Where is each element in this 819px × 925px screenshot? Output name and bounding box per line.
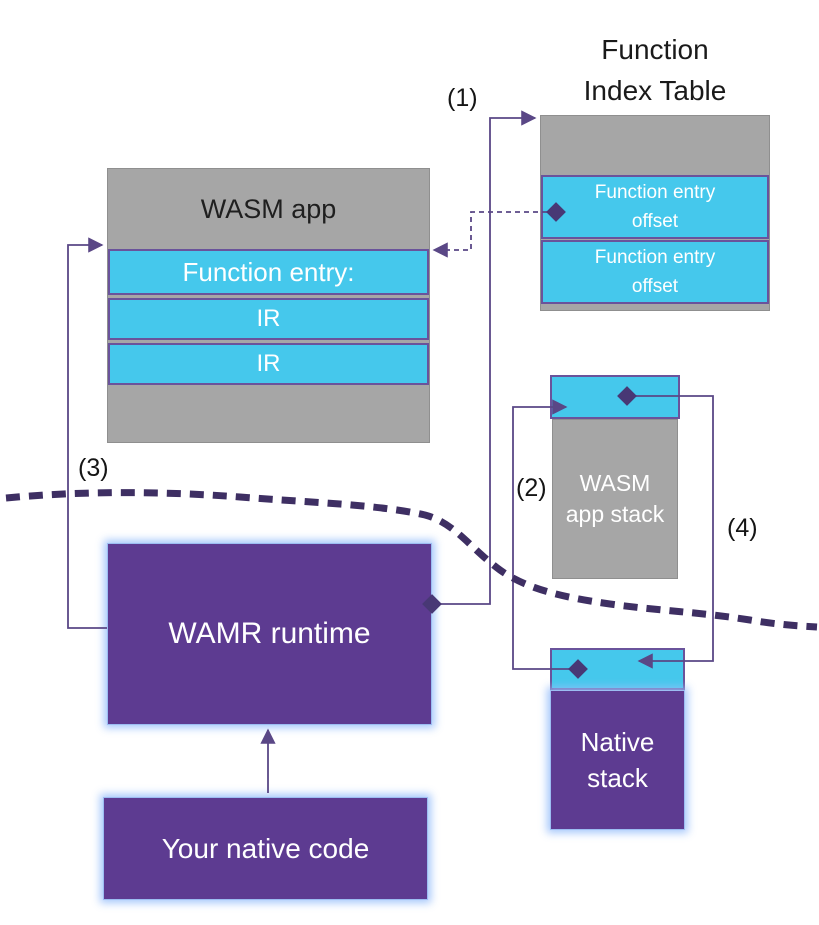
wasm-app-stack-label-line1: WASM	[579, 469, 651, 496]
function-index-table-title: Function Index Table	[540, 30, 770, 111]
wasm-app-box: WASM app Function entry: IR IR	[107, 168, 430, 443]
native-stack-label-line1: Native	[580, 726, 655, 757]
function-index-table-title-line1: Function	[601, 34, 709, 65]
step-1-label: (1)	[447, 84, 478, 112]
function-index-table-title-line2: Index Table	[583, 74, 727, 106]
step-4-label: (4)	[727, 514, 758, 542]
step-3-label: (3)	[78, 454, 109, 482]
connector-offset-to-function-entry	[432, 202, 566, 258]
your-native-code-box: Your native code	[103, 797, 428, 900]
connector-3-wamr-to-wasm-app	[67, 237, 107, 629]
wasm-app-stack-box: WASM app stack	[552, 419, 678, 579]
function-entry-offset-row-2-line1: Function entry	[594, 246, 716, 268]
wasm-app-stack-label-line2: app stack	[565, 501, 665, 527]
function-entry-offset-row-1-line2: offset	[631, 211, 679, 232]
native-stack-label-line2: stack	[587, 763, 648, 793]
function-entry-offset-row-2-line2: offset	[631, 276, 679, 297]
wasm-app-stack-frame-strip	[550, 375, 680, 419]
function-entry-offset-row-2: Function entry offset	[541, 240, 769, 304]
native-stack-box: Native stack	[550, 690, 685, 830]
function-entry-offset-row-1-line1: Function entry	[594, 181, 716, 203]
step-2-label: (2)	[516, 474, 547, 502]
function-index-table-empty-slot	[541, 116, 769, 174]
ir-row-1: IR	[108, 298, 429, 340]
function-entry-offset-row-1: Function entry offset	[541, 175, 769, 239]
function-entry-row: Function entry:	[108, 249, 429, 295]
wamr-runtime-label: WAMR runtime	[168, 617, 371, 650]
ir-row-2: IR	[108, 343, 429, 385]
wamr-runtime-box: WAMR runtime	[107, 543, 432, 725]
native-stack-frame-strip	[550, 648, 685, 690]
your-native-code-label: Your native code	[161, 832, 370, 864]
function-index-table-box: Function entry offset Function entry off…	[540, 115, 770, 311]
wasm-app-title: WASM app	[200, 193, 337, 224]
connector-1-wamr-to-index-table	[422, 110, 537, 614]
